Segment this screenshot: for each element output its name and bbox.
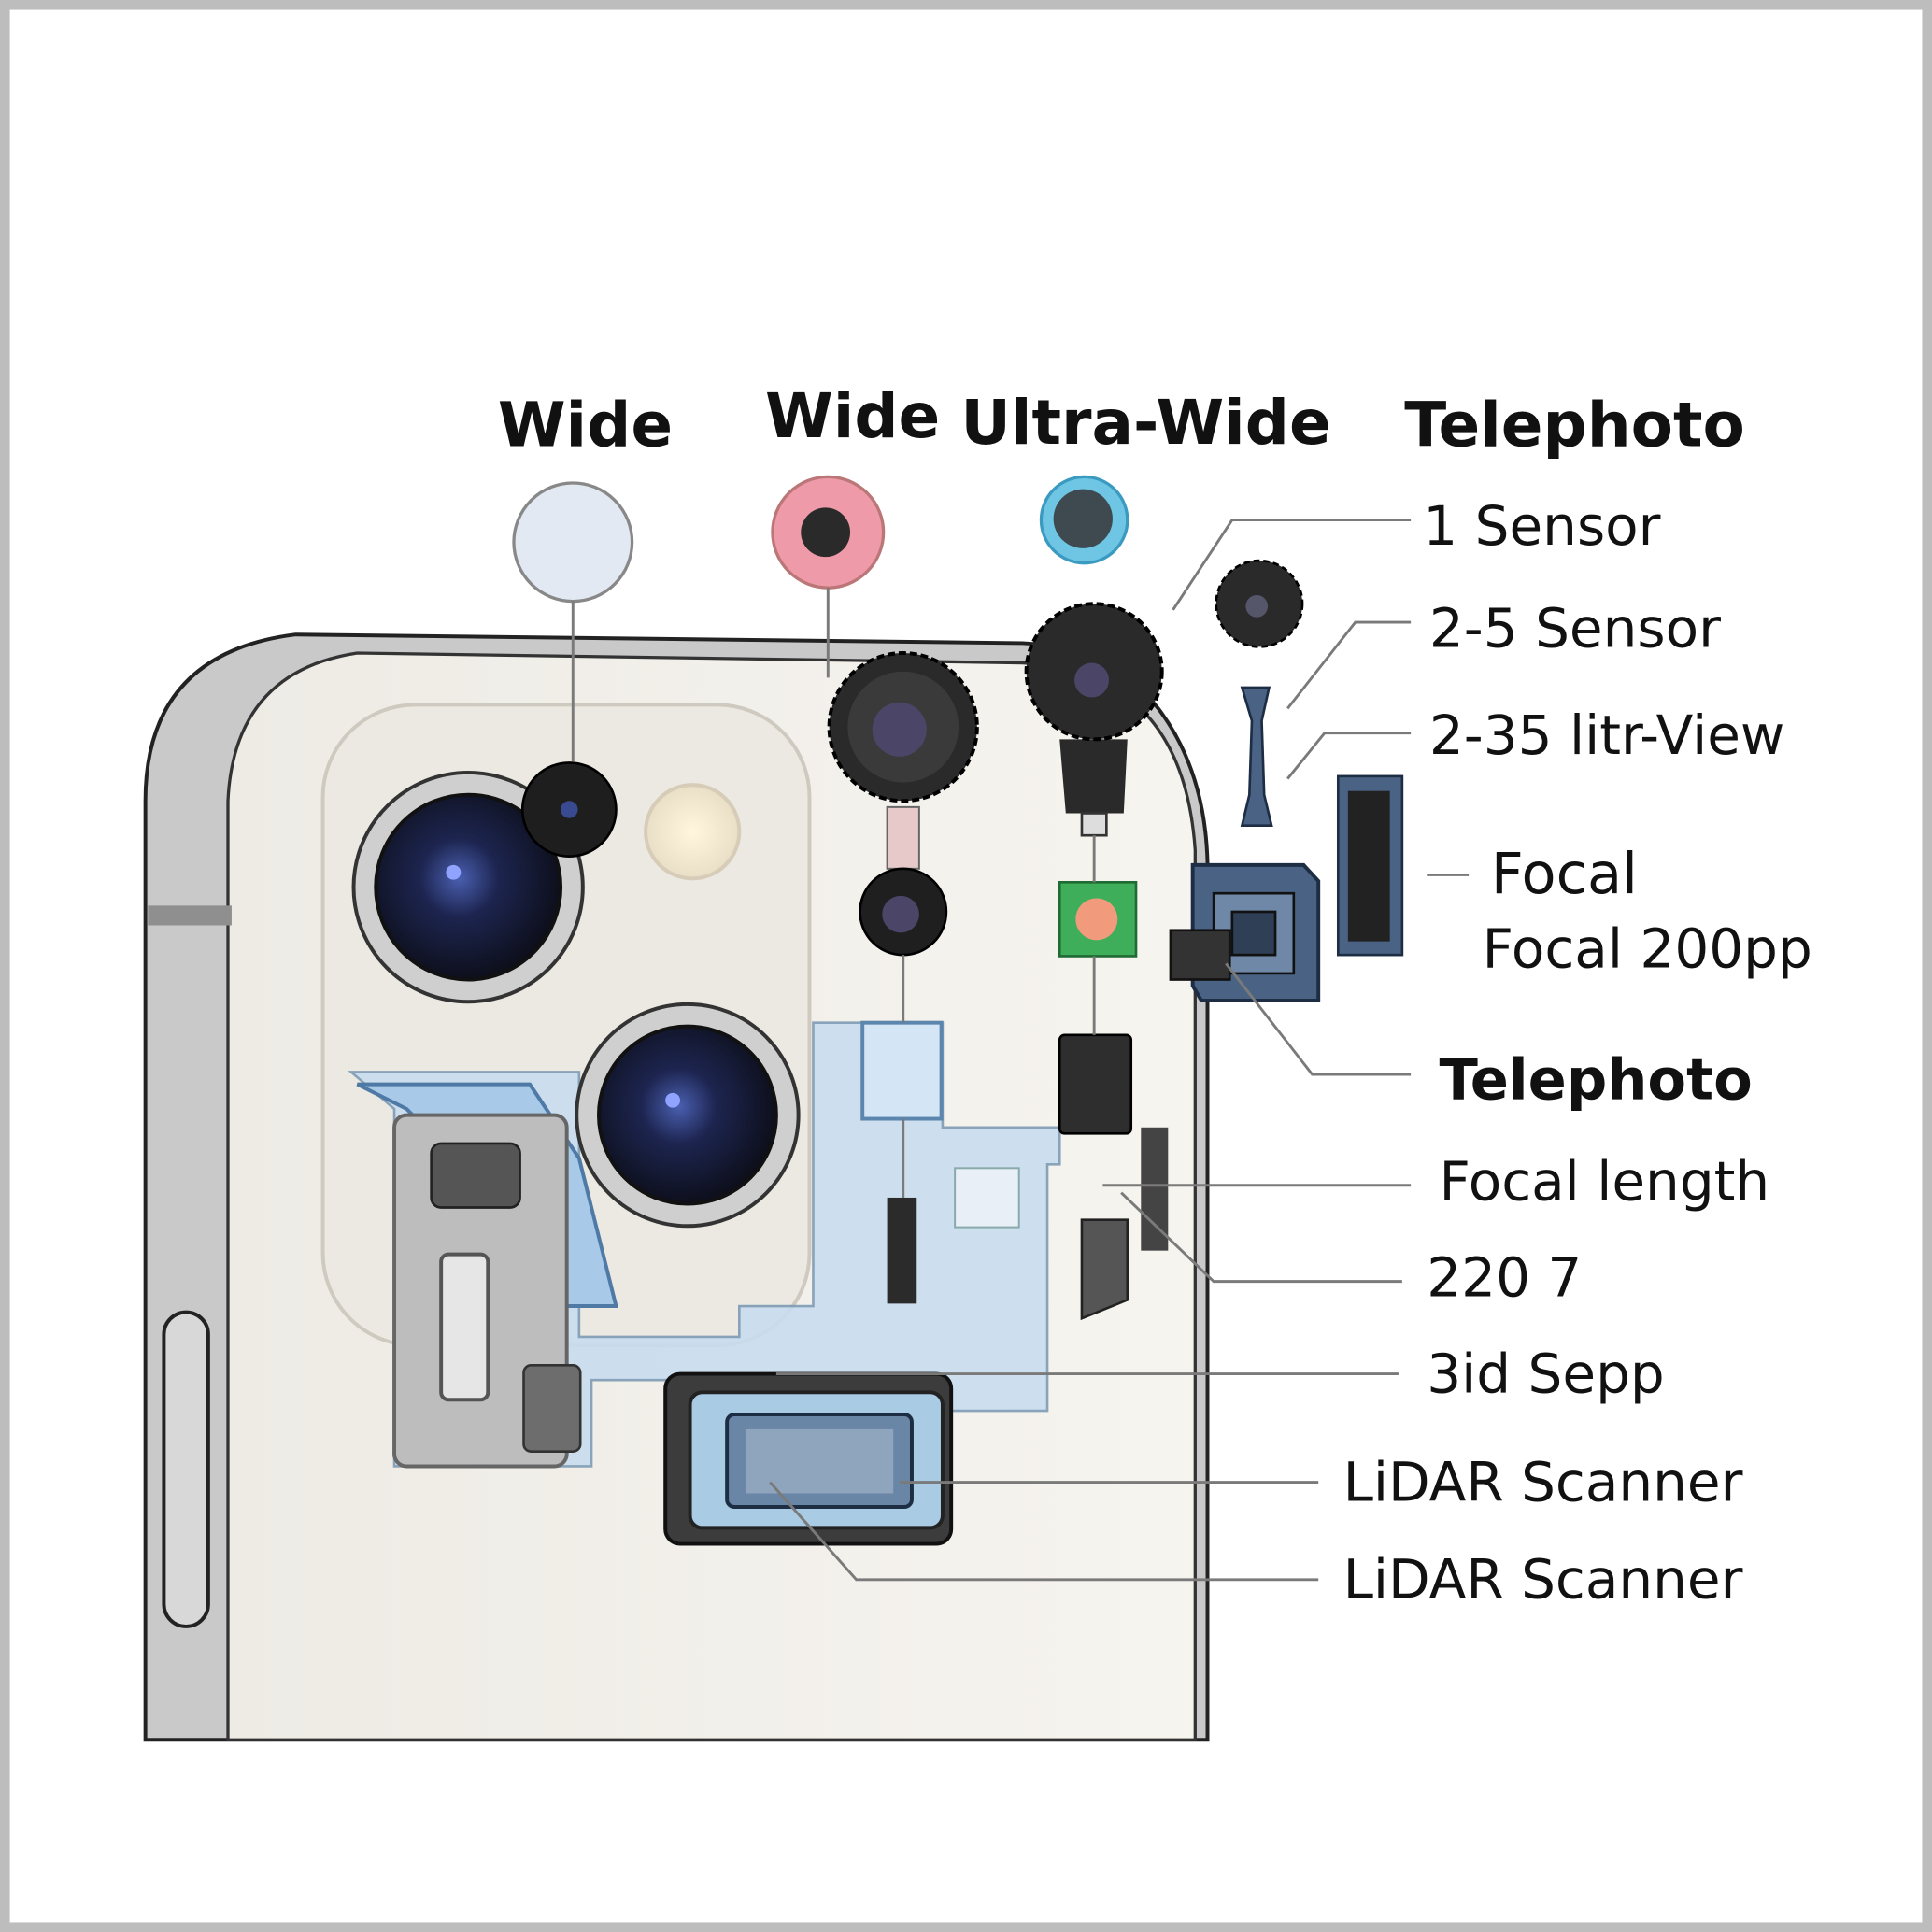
label-2-35-view: 2-35 litr-View — [1429, 703, 1784, 767]
telephoto-lens-assembly — [1169, 559, 1404, 1002]
ultra-wide-lens-assembly — [1024, 602, 1164, 1135]
label-wide-1: Wide — [498, 389, 673, 461]
flash — [644, 783, 742, 881]
label-ultra-wide: Ultra-Wide — [960, 387, 1330, 459]
label-focal: Focal — [1491, 842, 1638, 907]
wide-filter-pink — [771, 475, 886, 590]
leader-lines — [571, 519, 1470, 1582]
label-telephoto: Telephoto — [1439, 1047, 1752, 1113]
flex-circuit-board — [348, 1020, 1169, 1469]
label-1-sensor: 1 Sensor — [1423, 494, 1660, 558]
label-focal-length: Focal length — [1439, 1150, 1769, 1214]
small-black-lens — [520, 761, 618, 858]
ultra-wide-filter-cyan — [1039, 475, 1129, 565]
wide-filter-clear — [512, 481, 634, 604]
label-lidar-scanner-1: LiDAR Scanner — [1343, 1450, 1743, 1513]
label-wide-2: Wide — [765, 380, 940, 452]
wide-lens-assembly — [827, 651, 979, 957]
rear-ultra-wide-lens — [575, 1002, 801, 1229]
label-telephoto-top: Telephoto — [1404, 389, 1745, 461]
rear-wide-lens — [351, 770, 585, 1004]
label-2-5-sensor: 2-5 Sensor — [1429, 596, 1721, 660]
label-focal-200pp: Focal 200pp — [1483, 916, 1812, 980]
label-220-7: 220 7 — [1427, 1245, 1582, 1309]
label-3id-sepp: 3id Sepp — [1427, 1342, 1664, 1405]
label-lidar-scanner-2: LiDAR Scanner — [1343, 1548, 1743, 1612]
side-button — [162, 1310, 210, 1628]
lidar-module — [663, 1371, 954, 1546]
